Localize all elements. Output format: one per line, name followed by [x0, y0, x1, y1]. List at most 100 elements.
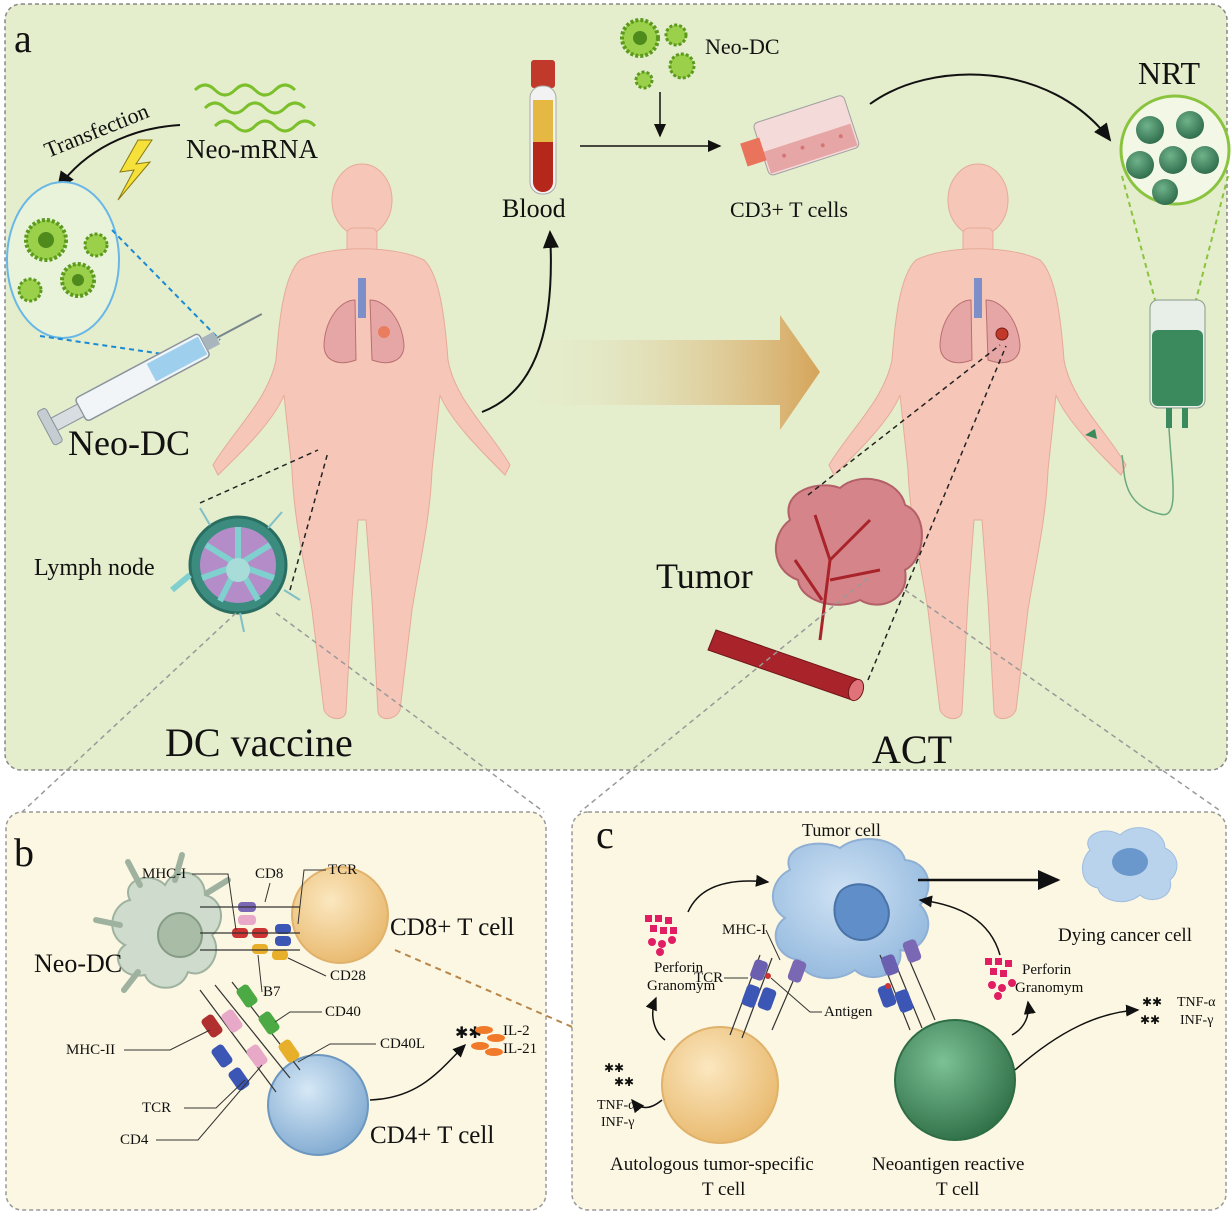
panel-c: c Tumor cell Dying cancer cell	[571, 811, 1227, 1211]
tcr-c-label: TCR	[694, 970, 723, 986]
antigen-pointer	[770, 977, 822, 1013]
dying-cancer-cell	[1082, 827, 1178, 903]
dying-cancer-cell-label: Dying cancer cell	[1058, 925, 1192, 946]
mhc-ii-label: MHC-II	[66, 1042, 115, 1058]
mhc-i-c-label: MHC-I	[722, 922, 766, 938]
panel-b: b Neo-DC CD8+ T cell	[5, 811, 664, 1211]
il2-label: IL-2	[503, 1023, 530, 1039]
cd4-pointer	[156, 1064, 263, 1141]
neoantigen-line2: T cell	[936, 1179, 979, 1200]
ln-zoom-line-2	[289, 451, 329, 591]
cd4-t-cell-label: CD4+ T cell	[370, 1122, 494, 1149]
blood-vessel-icon	[707, 629, 865, 702]
body-to-blood-arrow	[481, 230, 559, 413]
tcr-bottom-label: TCR	[142, 1100, 171, 1116]
panel-b-letter: b	[14, 830, 34, 875]
perforin-right-label: Perforin	[1022, 962, 1072, 978]
cd3-t-cells-label: CD3+ T cells	[730, 197, 848, 222]
cytokine-icon-b: ✱✱	[455, 1025, 505, 1056]
cd8-pointer	[264, 882, 271, 903]
tcr-top-pointer	[297, 869, 326, 925]
nrt-zoom-line-2	[1195, 175, 1229, 301]
cd4-label: CD4	[120, 1132, 149, 1148]
culture-flask-icon	[740, 95, 860, 176]
neo-mrna-label: Neo-mRNA	[186, 134, 318, 164]
lightning-icon	[117, 139, 153, 201]
dc-zoom-line-1	[111, 229, 221, 341]
lungs-right	[939, 278, 1021, 364]
cd4-to-cytokine-arrow	[369, 1043, 467, 1101]
b7-label: B7	[263, 984, 281, 1000]
perforin-right-arrow	[918, 895, 1001, 956]
svg-text:✱✱: ✱✱	[455, 1025, 482, 1042]
body-left	[212, 163, 511, 719]
il21-label: IL-21	[503, 1041, 537, 1057]
perforin-left-arrow	[687, 874, 770, 913]
nrt-zoom-line-1	[1121, 175, 1156, 301]
body-right	[828, 163, 1127, 719]
act-label: ACT	[872, 727, 952, 772]
dc-cluster-icon	[6, 181, 120, 339]
neoantigen-line1: Neoantigen reactive	[872, 1154, 1024, 1175]
neo-dc-label: Neo-DC	[68, 423, 190, 463]
panel-c-letter: c	[596, 812, 614, 857]
neo-dc-top-label: Neo-DC	[705, 34, 780, 59]
zoom-line-ln-b-left	[21, 612, 237, 813]
lungs-left	[323, 278, 405, 364]
dc-vaccine-label: DC vaccine	[165, 720, 353, 765]
autologous-line1: Autologous tumor-specific	[610, 1154, 814, 1175]
autologous-line2: T cell	[702, 1179, 745, 1200]
dc-to-act-arrow	[520, 315, 820, 430]
tcell-right-to-perforin-arrow	[1011, 1000, 1036, 1036]
cd40l-label: CD40L	[380, 1036, 425, 1052]
zoom-line-ln-b-right	[275, 612, 545, 813]
tcell-right-to-cytokine-arrow	[1014, 1004, 1140, 1071]
zoom-line-tumor-c-right	[904, 589, 1223, 813]
lymph-node-icon	[170, 507, 301, 633]
tcr-bottom-pointer	[184, 1079, 246, 1109]
cytokine-icon-left: ✱✱ ✱✱	[604, 1061, 634, 1089]
tumor-label: Tumor	[656, 556, 753, 596]
autologous-t-cell	[661, 1026, 779, 1144]
cd28-pointer	[287, 957, 327, 977]
ln-zoom-line-1	[199, 449, 319, 504]
mhc-i-b-label: MHC-I	[142, 866, 186, 882]
cd8-t-cell-label: CD8+ T cell	[390, 914, 514, 941]
panel-a-letter: a	[14, 16, 32, 61]
svg-text:✱✱: ✱✱	[614, 1075, 634, 1089]
tumor-icon	[775, 478, 923, 641]
neo-dc-cluster-top	[620, 18, 696, 90]
svg-text:✱✱: ✱✱	[1142, 995, 1162, 1009]
cytokine-icon-right: ✱✱ ✱✱	[1140, 995, 1162, 1027]
nrt-cells-icon	[1119, 94, 1231, 206]
panel-a: a Transfection	[4, 3, 1231, 772]
neoantigen-t-cell	[894, 1019, 1016, 1141]
neo-dc-cell	[93, 852, 231, 993]
mhc-i-b-pointer	[192, 873, 237, 931]
blood-tube-icon	[529, 60, 557, 195]
iv-bag-icon	[1085, 299, 1206, 516]
tcell-left-to-perforin-arrow	[645, 996, 666, 1041]
blood-label: Blood	[502, 194, 566, 223]
cd4-t-cell	[267, 1054, 369, 1156]
neo-dc-b-label: Neo-DC	[34, 949, 122, 978]
cd8-receptor-complex	[200, 902, 300, 960]
granomym-left-label: Granomym	[647, 978, 716, 994]
lymph-node-label: Lymph node	[34, 555, 155, 581]
cd28-label: CD28	[330, 968, 366, 984]
b7-pointer	[257, 954, 263, 993]
inf-right-label: INF-γ	[1180, 1013, 1213, 1028]
inf-left-label: INF-γ	[601, 1115, 634, 1130]
tumor-cell	[771, 837, 930, 980]
culture-to-nrt-arrow	[869, 73, 1112, 142]
mrna-icon	[193, 83, 317, 133]
nrt-label: NRT	[1138, 55, 1201, 91]
transfection-arrow	[56, 124, 181, 190]
svg-text:✱✱: ✱✱	[604, 1061, 624, 1075]
tnf-left-label: TNF-α	[597, 1098, 636, 1113]
tnf-right-label: TNF-α	[1177, 995, 1216, 1010]
mhc-ii-pointer	[124, 1029, 211, 1051]
cd40-pointer	[274, 1011, 322, 1023]
cd8-label: CD8	[255, 866, 283, 882]
